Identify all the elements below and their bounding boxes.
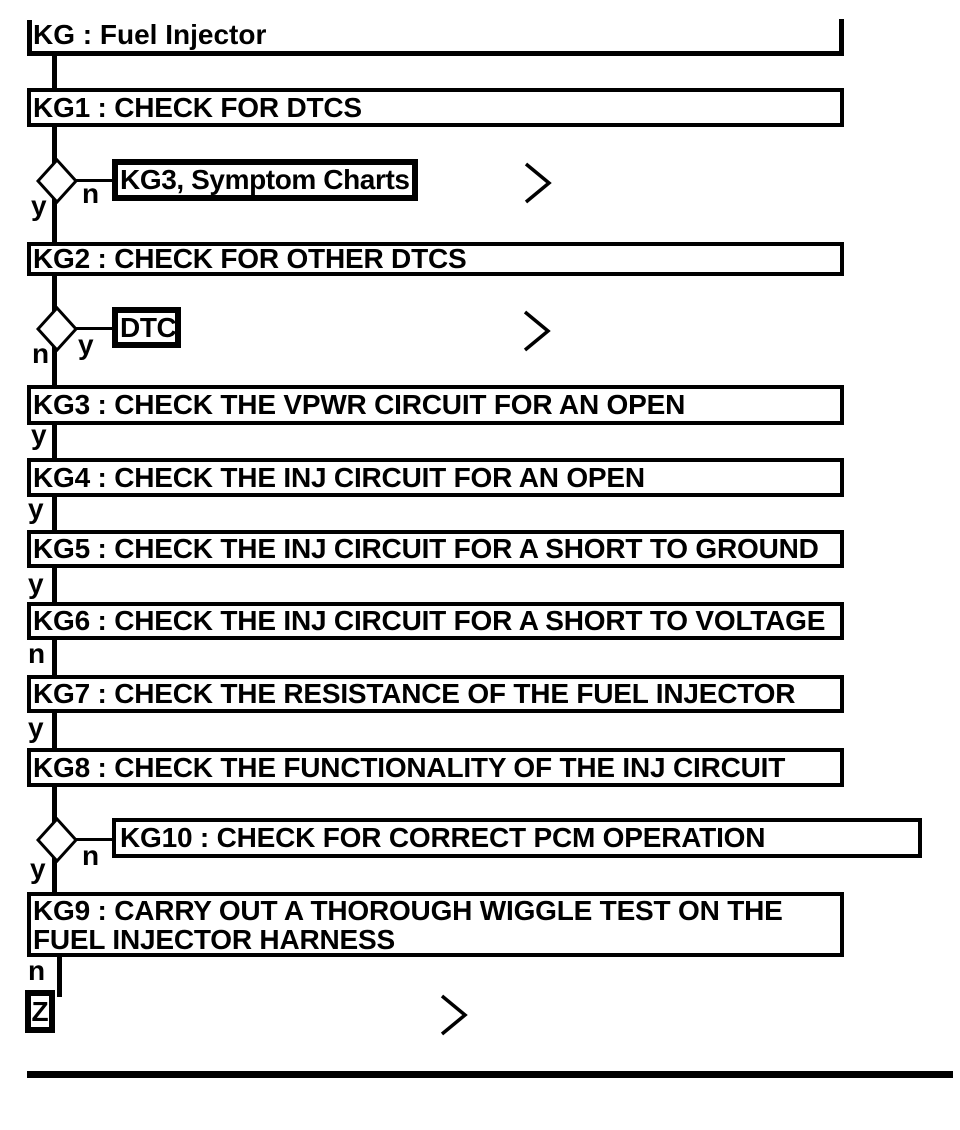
bottom-rule bbox=[27, 1071, 953, 1078]
branch-label-yes: y bbox=[28, 712, 44, 743]
flow-line bbox=[57, 955, 62, 997]
step-label: KG7 : CHECK THE RESISTANCE OF THE FUEL I… bbox=[33, 678, 796, 709]
flow-line bbox=[52, 785, 57, 825]
flow-line bbox=[52, 856, 57, 896]
step-box-kg10: KG10 : CHECK FOR CORRECT PCM OPERATION bbox=[112, 818, 922, 858]
branch-label-no: n bbox=[32, 338, 50, 369]
step-label-line1: KG9 : CARRY OUT A THOROUGH WIGGLE TEST O… bbox=[33, 894, 783, 926]
step-label: KG3 : CHECK THE VPWR CIRCUIT FOR AN OPEN bbox=[33, 389, 686, 420]
branch-label-yes: y bbox=[31, 419, 47, 450]
flow-line bbox=[52, 345, 57, 389]
branch-label-no: n bbox=[28, 638, 46, 669]
step-box-kg2: KG2 : CHECK FOR OTHER DTCS bbox=[27, 242, 844, 276]
step-label: KG10 : CHECK FOR CORRECT PCM OPERATION bbox=[120, 822, 766, 853]
flow-line bbox=[52, 274, 57, 314]
flow-line bbox=[52, 495, 57, 534]
branch-connector bbox=[75, 327, 115, 330]
flow-line bbox=[52, 198, 57, 246]
branch-connector bbox=[75, 179, 115, 182]
step-box-kg1: KG1 : CHECK FOR DTCS bbox=[27, 88, 844, 127]
title-underline bbox=[27, 51, 844, 56]
branch-connector bbox=[75, 838, 115, 841]
flow-line bbox=[52, 566, 57, 606]
step-label: KG5 : CHECK THE INJ CIRCUIT FOR A SHORT … bbox=[33, 533, 819, 564]
step-box-kg6: KG6 : CHECK THE INJ CIRCUIT FOR A SHORT … bbox=[27, 602, 844, 640]
branch-label-no: n bbox=[82, 840, 100, 871]
step-label: KG1 : CHECK FOR DTCS bbox=[33, 91, 362, 123]
chevron-right-icon bbox=[523, 310, 551, 352]
step-label: KG6 : CHECK THE INJ CIRCUIT FOR A SHORT … bbox=[33, 605, 826, 636]
step-box-kg3: KG3 : CHECK THE VPWR CIRCUIT FOR AN OPEN bbox=[27, 385, 844, 425]
flow-line bbox=[52, 638, 57, 679]
step-box-kg9: KG9 : CARRY OUT A THOROUGH WIGGLE TEST O… bbox=[27, 892, 844, 957]
step-box-kg4: KG4 : CHECK THE INJ CIRCUIT FOR AN OPEN bbox=[27, 458, 844, 497]
step-label-line2: FUEL INJECTOR HARNESS bbox=[33, 923, 395, 955]
branch-label-yes: y bbox=[31, 190, 47, 221]
step-box-kg7: KG7 : CHECK THE RESISTANCE OF THE FUEL I… bbox=[27, 675, 844, 713]
page-title: KG : Fuel Injector bbox=[33, 19, 267, 50]
flow-line bbox=[52, 125, 57, 165]
flow-line bbox=[52, 711, 57, 752]
title-right-bar bbox=[839, 19, 844, 56]
branch-label-yes: y bbox=[28, 493, 44, 524]
decision-diamond-icon bbox=[36, 158, 78, 204]
chevron-right-icon bbox=[440, 994, 468, 1036]
branch-label-no: n bbox=[28, 955, 46, 986]
callout-label: KG3, Symptom Charts bbox=[120, 164, 410, 195]
chevron-right-icon bbox=[524, 162, 552, 204]
decision-diamond-icon bbox=[36, 817, 78, 863]
end-marker-label: Z bbox=[31, 995, 49, 1027]
step-label: KG8 : CHECK THE FUNCTIONALITY OF THE INJ… bbox=[33, 751, 786, 783]
step-label: KG4 : CHECK THE INJ CIRCUIT FOR AN OPEN bbox=[33, 461, 645, 493]
branch-label-no: n bbox=[82, 178, 100, 209]
callout-box-symptom-charts: KG3, Symptom Charts bbox=[112, 159, 418, 201]
callout-label: DTC bbox=[120, 311, 177, 343]
callout-box-dtc: DTC bbox=[112, 307, 181, 348]
branch-label-yes: y bbox=[78, 329, 94, 360]
step-box-kg8: KG8 : CHECK THE FUNCTIONALITY OF THE INJ… bbox=[27, 748, 844, 787]
flow-line bbox=[52, 423, 57, 462]
title-left-bar bbox=[27, 20, 32, 56]
decision-diamond-icon bbox=[36, 306, 78, 352]
step-box-kg5: KG5 : CHECK THE INJ CIRCUIT FOR A SHORT … bbox=[27, 530, 844, 568]
branch-label-yes: y bbox=[30, 853, 46, 884]
step-label: KG2 : CHECK FOR OTHER DTCS bbox=[33, 243, 467, 274]
end-marker-z: Z bbox=[25, 990, 55, 1033]
flow-line bbox=[52, 51, 57, 92]
branch-label-yes: y bbox=[28, 568, 44, 599]
